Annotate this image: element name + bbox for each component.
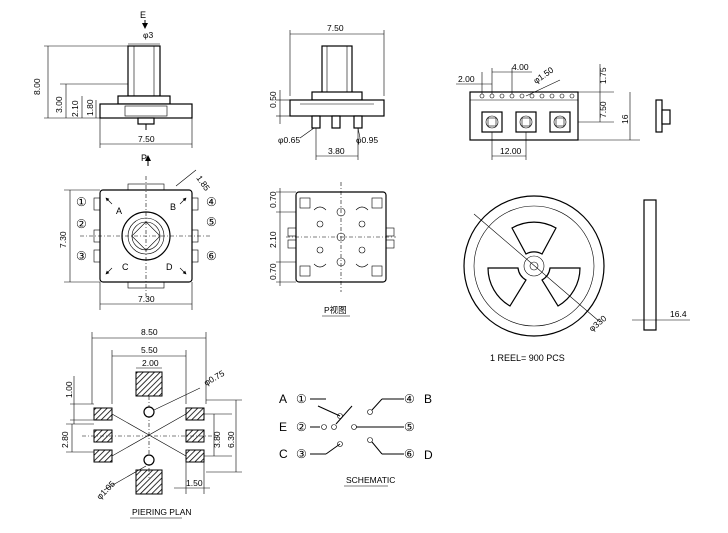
plan-diag: 1.85 [194,173,212,193]
tape-d1: 2.00 [458,74,475,84]
p-d2: 2.10 [268,231,278,248]
plan-pin-3: ③ [76,249,87,263]
pcb-d-bottom: 1.50 [186,478,203,488]
tape-width: 16 [620,114,630,124]
side-height-small: 1.80 [85,99,95,116]
sch-label-c: C [279,447,288,461]
pcb-plan: 8.50 5.50 2.00 φ0.75 1.00 2.8 [60,327,242,519]
pcb-w-outer: 8.50 [141,327,158,337]
tape-d3: 1.75 [598,67,608,84]
plan-dir-c: C [122,262,129,272]
sch-pin-3: ③ [296,447,307,461]
pcb-caption: PIERING PLAN [132,507,192,517]
plan-dir-b: B [170,202,176,212]
p-d3: 0.70 [268,263,278,280]
side-height-base: 2.10 [70,100,80,117]
front-view: 7.50 0.50 φ0.65 φ0.95 3.80 [268,23,385,160]
reel-side [643,199,657,331]
plan-pin-6: ⑥ [206,249,217,263]
reel-outer [463,195,605,337]
sch-pin-4: ④ [404,392,415,406]
side-pin-e-label: E [140,10,146,20]
pcb-w-mid: 5.50 [141,345,158,355]
sch-caption: SCHEMATIC [346,475,395,485]
pcb-w-inner: 2.00 [142,358,159,368]
sch-label-b: B [424,392,432,406]
plan-width: 7.30 [138,294,155,304]
sch-label-a: A [279,392,287,406]
sch-pin-6: ⑥ [404,447,415,461]
tape-d2: 4.00 [512,62,529,72]
tape-pitch: 12.00 [500,146,522,156]
pcb-pads [93,371,205,495]
reel-view: φ330 16.4 1 REEL= 900 PCS [463,195,690,363]
plan-dir-d: D [166,262,173,272]
plan-pin-2: ② [76,217,87,231]
front-height: 0.50 [268,91,278,108]
sch-pin-1: ① [296,392,307,406]
plan-dir-a: A [116,206,122,216]
plan-view: ① ② ③ ④ ⑤ ⑥ A B C D 1.85 7.30 7.30 [58,169,217,310]
sch-pin-2: ② [296,420,307,434]
front-pitch: 3.80 [328,146,345,156]
reel-thick: 16.4 [670,309,687,319]
side-width: 7.50 [138,134,155,144]
plan-height: 7.30 [58,231,68,248]
reel-caption: 1 REEL= 900 PCS [490,353,565,363]
schematic: A ① E ② C ③ ④ B ⑤ ⑥ D SCHEMATIC [279,392,433,487]
side-height-total: 8.00 [32,78,42,95]
plan-pin-4: ④ [206,195,217,209]
pcb-hole: φ0.75 [202,368,226,388]
pcb-hole2: φ1.05 [94,479,117,502]
side-collar [117,95,171,105]
side-shaft-dia: φ3 [143,30,154,40]
pcb-d-left1: 1.00 [64,381,74,398]
front-dia-b: φ0.95 [356,135,378,145]
sch-label-e: E [279,420,287,434]
side-pin-p-label: P [141,153,147,163]
tape-side [655,99,663,133]
plan-pin-1: ① [76,195,87,209]
front-dia-a: φ0.65 [278,135,300,145]
pcb-d-left2: 2.80 [60,431,70,448]
side-shaft [127,45,161,97]
reel-dia: φ330 [587,313,609,333]
side-view: E φ3 8.00 3.00 2.10 1.80 7.50 P [32,10,193,166]
sch-pin-5: ⑤ [404,420,415,434]
side-height-body: 3.00 [54,96,64,113]
p-d1: 0.70 [268,191,278,208]
tape-hole: φ1.50 [531,65,555,86]
p-view: 0.70 2.10 0.70 P视图 [268,182,396,317]
pcb-h-right1: 3.80 [212,431,222,448]
p-caption: P视图 [324,305,347,315]
tape-pockets [481,111,571,133]
plan-pin-5: ⑤ [206,215,217,229]
sch-label-d: D [424,448,433,462]
pcb-h-right2: 6.30 [226,431,236,448]
tape-view: 2.00 4.00 φ1.50 1.75 7.50 16 12.00 [456,62,671,160]
front-width: 7.50 [327,23,344,33]
front-body [289,99,385,117]
tape-d4: 7.50 [598,101,608,118]
